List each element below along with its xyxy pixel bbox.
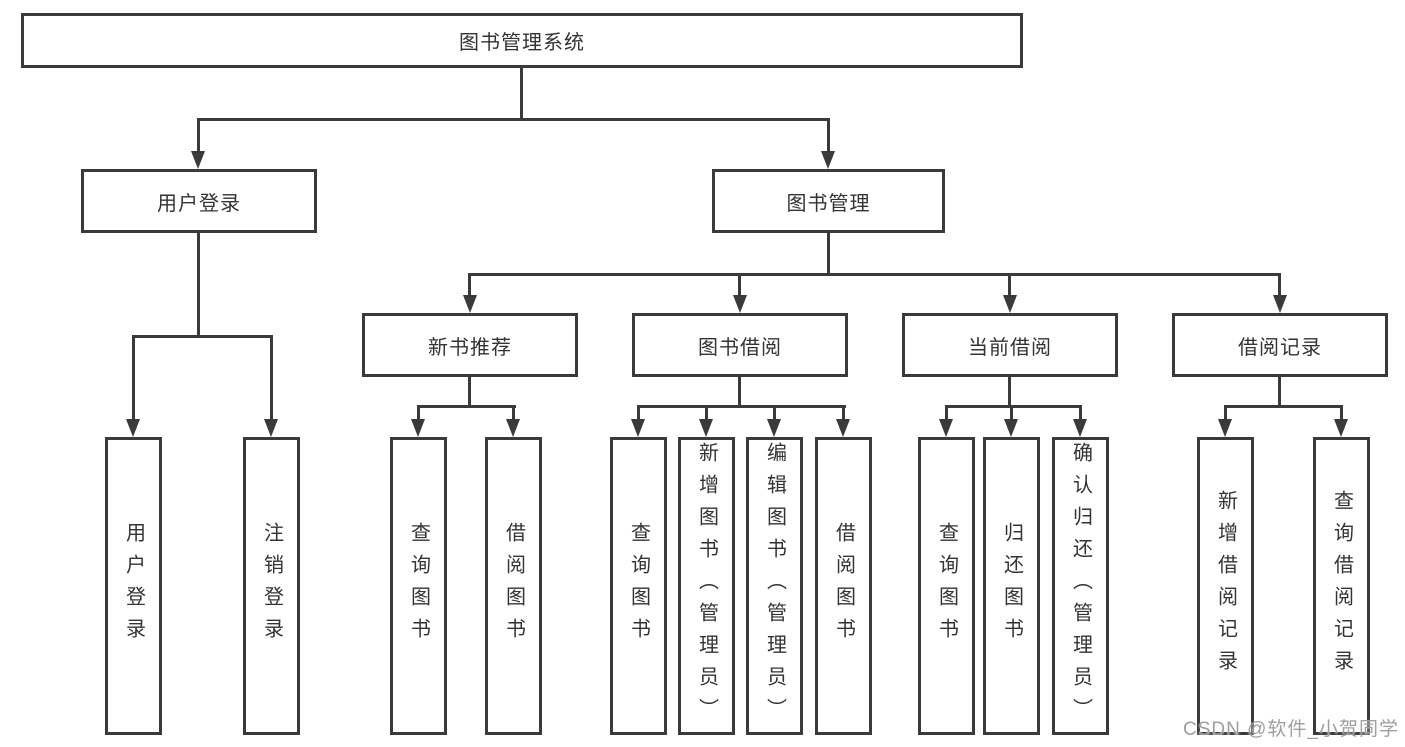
connector-drop: [773, 405, 776, 421]
connector-drop: [197, 118, 200, 153]
connector-drop: [512, 405, 515, 421]
connector-drop: [1010, 405, 1013, 421]
connector-group-bar: [1224, 405, 1343, 408]
arrow-down: [1073, 419, 1087, 437]
arrow-down: [1003, 295, 1017, 313]
leaf-logout: 注销登录: [243, 437, 300, 735]
connector-drop: [468, 273, 471, 297]
leaf-add-borrow-record: 新增借阅记录: [1197, 437, 1254, 735]
connector-group-stem: [738, 377, 741, 405]
node-new-book-recommend: 新书推荐: [362, 313, 578, 377]
connector-book-mgmt-bar: [468, 273, 1281, 276]
connector-drop: [270, 335, 273, 421]
connector-group-stem: [468, 377, 471, 405]
arrow-down: [767, 419, 781, 437]
arrow-down: [463, 295, 477, 313]
leaf-query-books: 查询图书: [610, 437, 667, 735]
connector-drop: [945, 405, 948, 421]
connector-group-bar: [637, 405, 846, 408]
connector-root-stem: [520, 68, 523, 118]
connector-drop: [1278, 273, 1281, 297]
arrow-down: [1004, 419, 1018, 437]
connector-root-bar: [197, 118, 830, 121]
connector-book-mgmt-stem: [827, 233, 830, 273]
leaf-return-books: 归还图书: [983, 437, 1040, 735]
connector-drop: [738, 273, 741, 297]
arrow-down: [821, 151, 835, 169]
leaf-query-books: 查询图书: [390, 437, 447, 735]
arrow-down: [191, 151, 205, 169]
connector-group-bar: [945, 405, 1082, 408]
csdn-watermark: CSDN @软件_小贺同学: [1183, 719, 1399, 740]
node-library-system: 图书管理系统: [21, 13, 1023, 68]
leaf-add-book-admin: 新增图书（管理员）: [678, 437, 735, 735]
connector-user-login-bar: [132, 335, 273, 338]
arrow-down: [1273, 295, 1287, 313]
arrow-down: [836, 419, 850, 437]
connector-drop: [417, 405, 420, 421]
node-borrowing-records: 借阅记录: [1172, 313, 1388, 377]
connector-drop: [842, 405, 845, 421]
connector-drop: [705, 405, 708, 421]
connector-drop: [1224, 405, 1227, 421]
connector-drop: [132, 335, 135, 421]
leaf-borrow-books: 借阅图书: [485, 437, 542, 735]
connector-group-bar: [417, 405, 516, 408]
arrow-down: [411, 419, 425, 437]
leaf-user-login: 用户登录: [105, 437, 162, 735]
connector-drop: [827, 118, 830, 153]
connector-drop: [1079, 405, 1082, 421]
node-user-login: 用户登录: [81, 169, 317, 233]
connector-drop: [1008, 273, 1011, 297]
node-current-borrowing: 当前借阅: [902, 313, 1118, 377]
connector-group-stem: [1278, 377, 1281, 405]
connector-drop: [1340, 405, 1343, 421]
arrow-down: [733, 295, 747, 313]
node-book-borrowing: 图书借阅: [632, 313, 848, 377]
arrow-down: [631, 419, 645, 437]
leaf-query-books: 查询图书: [918, 437, 975, 735]
connector-drop: [637, 405, 640, 421]
arrow-down: [699, 419, 713, 437]
arrow-down: [939, 419, 953, 437]
leaf-query-borrow-record: 查询借阅记录: [1313, 437, 1370, 735]
arrow-down: [126, 419, 140, 437]
arrow-down: [1218, 419, 1232, 437]
leaf-edit-book-admin: 编辑图书（管理员）: [746, 437, 803, 735]
connector-group-stem: [1008, 377, 1011, 405]
arrow-down: [1334, 419, 1348, 437]
leaf-confirm-return-admin: 确认归还（管理员）: [1052, 437, 1109, 735]
arrow-down: [264, 419, 278, 437]
arrow-down: [506, 419, 520, 437]
connector-user-login-stem: [197, 233, 200, 335]
leaf-borrow-books: 借阅图书: [815, 437, 872, 735]
node-book-management: 图书管理: [712, 169, 945, 233]
